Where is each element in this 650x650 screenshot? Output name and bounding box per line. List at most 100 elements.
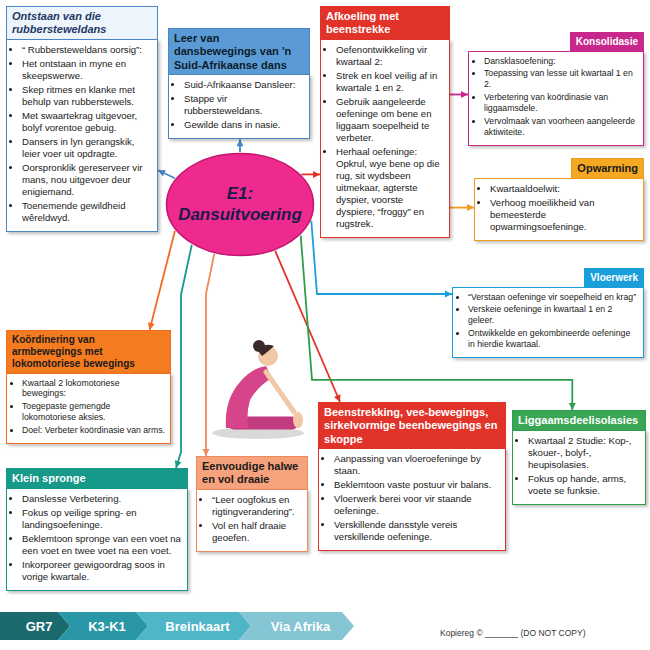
connector xyxy=(175,245,192,468)
footer-chevron: K3-K1 xyxy=(58,612,148,640)
footer-chevron: Breinkaart xyxy=(136,612,251,640)
bullet-item: Vol en half draaie geoefen. xyxy=(212,520,302,544)
bullet-list: “ Rubbersteweldans oorsig”: Het ontstaan … xyxy=(6,39,158,232)
box-heading: Eenvoudige halwe en vol draaie xyxy=(196,456,308,491)
arrow-head xyxy=(461,91,468,98)
topic-box: KonsolidasieDansklasoefening:Toepassing … xyxy=(468,32,644,146)
bullet-item: Met swaartekrag uitgevoer, bolyf vorento… xyxy=(22,110,152,134)
connector-line xyxy=(150,231,175,330)
connector-line xyxy=(176,245,192,468)
topic-box: Eenvoudige halwe en vol draaie“Leer oogf… xyxy=(196,456,308,552)
connector xyxy=(158,170,175,178)
figure-arm xyxy=(266,372,294,412)
bullet-item: Kwartaal 2 lokomotoriese bewegings: xyxy=(22,378,165,400)
bullet-item: “ Rubbersteweldans oorsig”: xyxy=(22,44,152,56)
bullet-list: “Leer oogfokus en rigtingverandering”.Vo… xyxy=(196,489,308,552)
chevron-outline xyxy=(136,612,251,640)
bullet-item: Fokus op veilige spring- en landingsoefe… xyxy=(22,507,182,531)
bullet-item: Stappe vir rubbersteweldans. xyxy=(184,93,304,117)
bullet-list: “Verstaan oefeninge vir soepelheid en kr… xyxy=(452,287,644,358)
bullet-item: Fokus op hande, arms, voete se funksie. xyxy=(528,473,640,497)
box-heading: Leer van dansbewegings van 'n Suid-Afrik… xyxy=(168,28,310,76)
connector-line xyxy=(206,254,214,456)
bullet-item: Toepassing van lesse uit kwartaal 1 en 2… xyxy=(484,68,638,90)
chevron-label: Breinkaart xyxy=(157,619,229,634)
connector xyxy=(450,204,474,211)
bullet-list: Suid-Afrikaanse Dansleer: Stappe vir rubb… xyxy=(168,74,310,139)
arrow-head xyxy=(313,171,320,178)
connector xyxy=(237,139,244,152)
bullet-item: Verhoog moeilikheid van bemeesterde opwa… xyxy=(490,197,638,233)
bullet-item: Gebruik aangeleerde oefeninge om bene en… xyxy=(336,96,444,144)
central-topic: E1: Dansuitvoering xyxy=(165,152,315,257)
bullet-item: Het ontstaan in myne en skeepswerwe. xyxy=(22,58,152,82)
bullet-item: “Leer oogfokus en rigtingverandering”. xyxy=(212,494,302,518)
figure-torso xyxy=(226,366,272,428)
arrow-head xyxy=(334,394,340,402)
arrow-head xyxy=(203,449,210,456)
arrow-head xyxy=(148,322,155,330)
bullet-item: Vloerwerk berei voor vir staande oefenin… xyxy=(334,493,500,517)
chevron-label: GR7 xyxy=(18,619,53,634)
topic-box: Koördinering van armbewegings met lokomo… xyxy=(6,330,171,444)
bullet-item: Toegepaste gemengde lokomotoriese aksies… xyxy=(22,401,165,423)
chevron-outline xyxy=(239,612,354,640)
arrow-head xyxy=(237,139,244,146)
bullet-list: Kwartaaldoelwit: Verhoog moeilikheid van … xyxy=(474,178,644,241)
bullet-item: Danslesse Verbetering. xyxy=(22,493,182,505)
topic-box: Vloerwerk “Verstaan oefeninge vir soepelh… xyxy=(452,268,644,358)
box-heading: Afkoeling met beenstrekke xyxy=(320,6,450,41)
bullet-item: Oorspronklik gereserveer vir mans, nou u… xyxy=(22,162,152,198)
bullet-item: Herhaal oefeninge: Opkrul, wye bene op d… xyxy=(336,146,444,230)
bullet-list: Dansklasoefening:Toepassing van lesse ui… xyxy=(468,51,644,146)
arrow-head xyxy=(158,170,166,176)
topic-box: Leer van dansbewegings van 'n Suid-Afrik… xyxy=(168,28,310,139)
topic-box: Klein sprongeDanslesse Verbetering. Fokus… xyxy=(6,468,188,591)
bullet-item: Verskeie oefeninge in kwartaal 1 en 2 ge… xyxy=(468,304,638,326)
connector xyxy=(148,231,175,330)
bullet-item: “Verstaan oefeninge vir soepelheid en kr… xyxy=(468,292,638,303)
arrow-head xyxy=(175,460,182,468)
bullet-item: Suid-Afrikaanse Dansleer: xyxy=(184,79,304,91)
topic-box: Afkoeling met beenstrekkeOefenontwikkeli… xyxy=(320,6,450,238)
bullet-item: Oefenontwikkeling vir kwartaal 2: xyxy=(336,44,444,68)
bullet-item: Strek en koel veilig af in kwartale 1 en… xyxy=(336,70,444,94)
box-heading: Beenstrekking, vee-bewegings, sirkelvorm… xyxy=(318,402,506,450)
chevron-label: Via Afrika xyxy=(263,619,330,634)
bullet-item: Doel: Verbeter koördinasie van arms. xyxy=(22,425,165,436)
bullet-item: Ontwikkelde en gekombineerde oefeninge i… xyxy=(468,328,638,350)
box-heading: Liggaamsdeelisolasies xyxy=(512,410,646,431)
bullet-item: Beklemtoon spronge van een voet na een v… xyxy=(22,533,182,557)
bullet-list: Aanpassing van vloeroefeninge by staan. B… xyxy=(318,448,506,551)
chevron-outline xyxy=(0,612,70,640)
bullet-item: Inkorporeer gewigoordrag soos in vorige … xyxy=(22,559,182,583)
bullet-list: Danslesse Verbetering. Fokus op veilige s… xyxy=(6,488,188,591)
copyright-note: Kopiereg © _______ (DO NOT COPY) xyxy=(440,628,585,638)
connector xyxy=(301,171,320,178)
connector xyxy=(203,254,215,456)
central-title: E1: Dansuitvoering xyxy=(171,184,309,225)
bullet-item: Vervolmaak van voorheen aangeleerde akti… xyxy=(484,116,638,138)
figure-hair xyxy=(259,345,274,356)
box-heading: Koördinering van armbewegings met lokomo… xyxy=(6,330,171,374)
connector xyxy=(450,91,468,98)
bullet-item: Toenemende gewildheid wêreldwyd. xyxy=(22,200,152,224)
box-heading: Klein spronge xyxy=(6,468,188,489)
topic-box: Ontstaan van die rubbersteweldans“ Rubbe… xyxy=(6,6,158,232)
ellipse-outline xyxy=(167,154,314,256)
bullet-item: Skep ritmes en klanke met behulp van rub… xyxy=(22,84,152,108)
bullet-item: Aanpassing van vloeroefeninge by staan. xyxy=(334,453,500,477)
bullet-item: Beklemtoon vaste postuur vir balans. xyxy=(334,479,500,491)
arrow-head xyxy=(569,403,576,410)
topic-box: LiggaamsdeelisolasiesKwartaal 2 Studie: … xyxy=(512,410,646,505)
bullet-item: Verbetering van koördinasie van liggaams… xyxy=(484,92,638,114)
bullet-item: Dansers in lyn gerangskik, leier voer ui… xyxy=(22,136,152,160)
bullet-item: Verskillende dansstyle vereis verskillen… xyxy=(334,519,500,543)
topic-box: OpwarmingKwartaaldoelwit:Verhoog moeilik… xyxy=(474,158,644,241)
box-heading: Ontstaan van die rubbersteweldans xyxy=(6,6,158,41)
box-heading: Vloerwerk xyxy=(584,268,644,288)
bullet-item: Kwartaaldoelwit: xyxy=(490,183,638,195)
connector-line xyxy=(158,170,175,178)
chevron-label: K3-K1 xyxy=(80,619,126,634)
